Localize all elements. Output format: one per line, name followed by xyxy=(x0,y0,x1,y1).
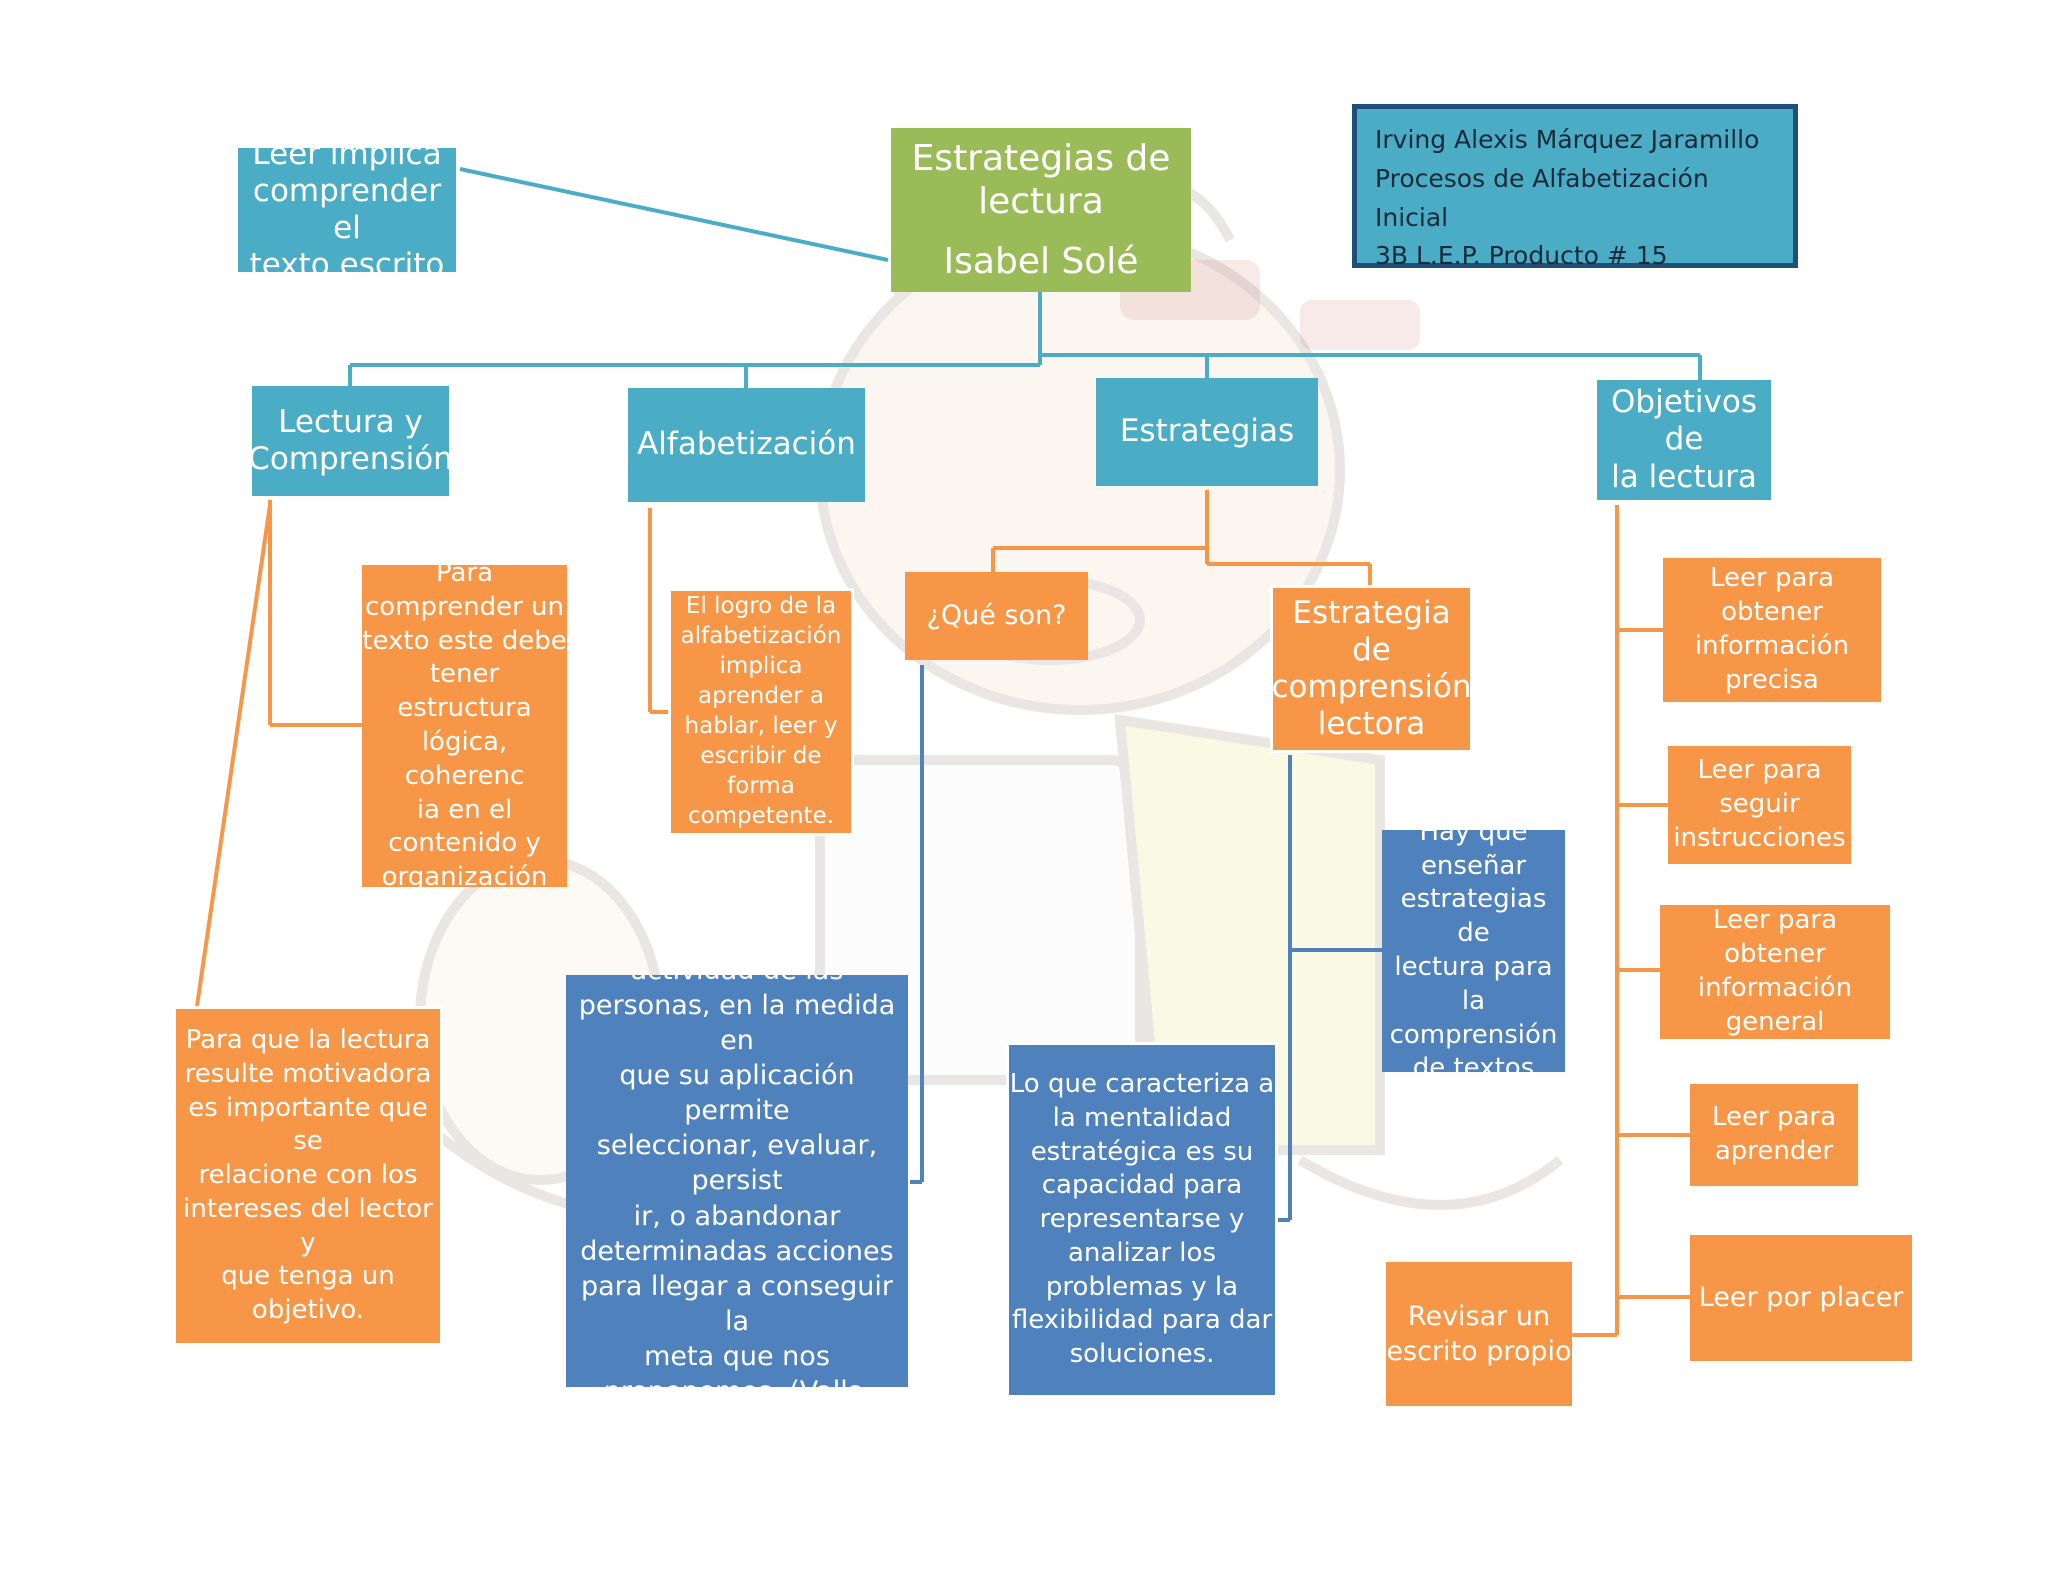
root-subtitle: Isabel Solé xyxy=(943,240,1139,282)
branch-alfabetizacion: Alfabetización xyxy=(628,388,865,502)
lectura-motivation-node: Para que la lectura resulte motivadora e… xyxy=(173,1006,443,1346)
connector-root-branches xyxy=(348,292,1702,390)
branch-lectura: Lectura y Comprensión xyxy=(252,386,449,496)
objetivo-item-3: Leer para obtener información general xyxy=(1660,905,1890,1039)
objetivo-item-4: Leer para aprender xyxy=(1690,1084,1858,1186)
objetivo-item-1: Leer para obtener información precisa xyxy=(1663,558,1881,702)
author-name: Irving Alexis Márquez Jaramillo xyxy=(1375,125,1760,154)
connector-lectura xyxy=(195,500,362,1007)
alfabetizacion-detail-node: El logro de la alfabetización implica ap… xyxy=(668,588,854,836)
comprension-lectora-node: Estrategia de comprensión lectora xyxy=(1270,585,1473,753)
objetivo-item-5: Leer por placer xyxy=(1690,1235,1912,1361)
connector-estrategias xyxy=(991,490,1372,588)
lectura-detail-node: Para comprender un texto este debe tener… xyxy=(362,565,567,887)
product-label: 3B L.E.P. Producto # 15 xyxy=(1375,241,1668,271)
que-son-detail-node: Utilidad para regular la actividad de la… xyxy=(566,975,908,1387)
root-title: Estrategias de lectura xyxy=(911,138,1171,223)
que-son-node: ¿Qué son? xyxy=(905,572,1088,660)
connector-alfabetizacion xyxy=(648,508,668,714)
root-node: Estrategias de lectura Isabel Solé xyxy=(891,128,1191,292)
connector-side-note xyxy=(459,167,889,262)
connector-que-son xyxy=(910,665,924,1184)
objetivo-item-6: Revisar un escrito propio xyxy=(1386,1262,1572,1406)
branch-objetivos: Objetivos de la lectura xyxy=(1597,380,1771,500)
mentalidad-estrategica-node: Lo que caracteriza a la mentalidad estra… xyxy=(1006,1042,1278,1398)
side-note-node: Leer implica comprender el texto escrito xyxy=(238,148,456,272)
course-name: Procesos de Alfabetización Inicial xyxy=(1375,163,1709,232)
connector-objetivos xyxy=(1572,505,1690,1337)
connector-comprension xyxy=(1278,755,1382,1222)
branch-estrategias: Estrategias xyxy=(1096,378,1318,486)
author-info-box: Irving Alexis Márquez Jaramillo Procesos… xyxy=(1352,104,1798,270)
objetivo-item-2: Leer para seguir instrucciones xyxy=(1668,746,1851,864)
ensenar-estrategias-node: Hay que enseñar estrategias de lectura p… xyxy=(1382,830,1565,1072)
